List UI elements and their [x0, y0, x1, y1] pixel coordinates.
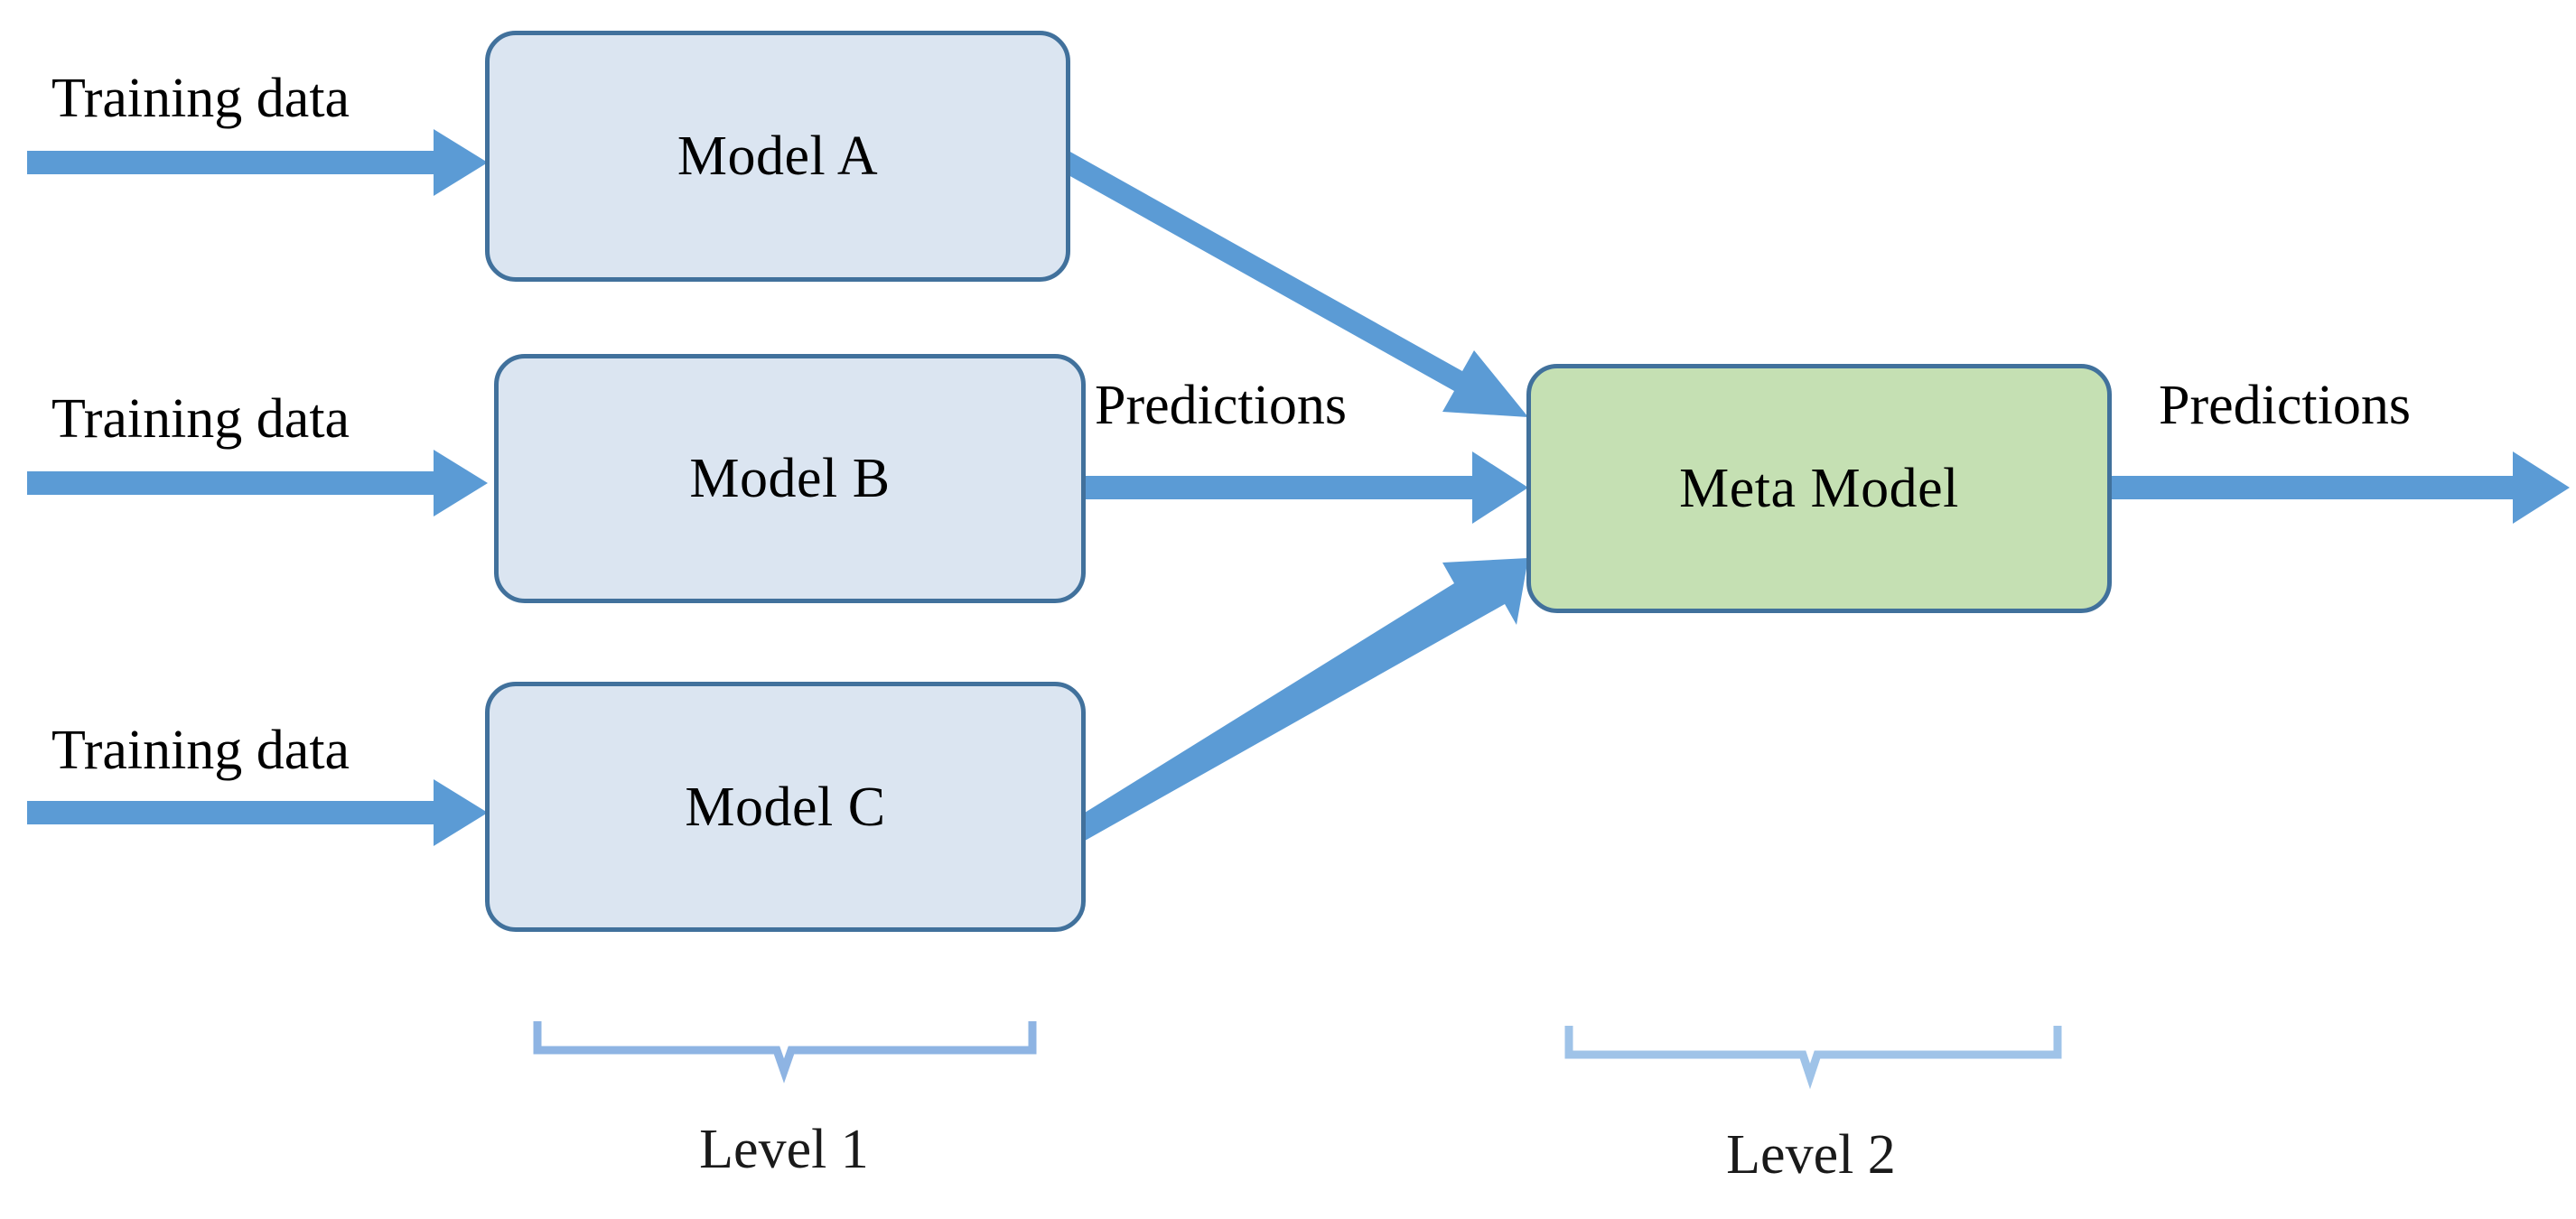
node-model-b-label: Model B — [689, 448, 891, 509]
group-label-level-1: Level 1 — [699, 1119, 869, 1180]
node-model-a[interactable]: Model A — [485, 31, 1070, 282]
label-training-data-a: Training data — [51, 68, 350, 129]
group-label-level-2: Level 2 — [1726, 1124, 1896, 1186]
label-training-data-c: Training data — [51, 720, 350, 781]
arrow-model-a-to-meta-model — [1060, 151, 1528, 417]
bracket-level-1 — [533, 1021, 1037, 1084]
node-model-c[interactable]: Model C — [485, 682, 1086, 932]
bracket-level-2 — [1564, 1026, 2062, 1090]
label-predictions-in: Predictions — [1095, 375, 1347, 436]
label-predictions-out: Predictions — [2159, 375, 2411, 436]
node-model-c-label: Model C — [685, 776, 886, 838]
arrow-model-b-to-meta-model — [1084, 451, 1528, 524]
arrow-model-c-to-meta-model — [1066, 558, 1528, 844]
arrow-training-data-to-model-c — [27, 779, 488, 846]
node-model-b[interactable]: Model B — [494, 354, 1086, 603]
node-meta-model[interactable]: Meta Model — [1526, 364, 2112, 613]
arrow-training-data-to-model-a — [27, 129, 488, 196]
arrow-training-data-to-model-b — [27, 450, 488, 516]
arrow-meta-model-to-output — [2109, 451, 2570, 524]
label-training-data-b: Training data — [51, 388, 350, 450]
node-model-a-label: Model A — [677, 126, 879, 187]
node-meta-model-label: Meta Model — [1679, 458, 1959, 519]
